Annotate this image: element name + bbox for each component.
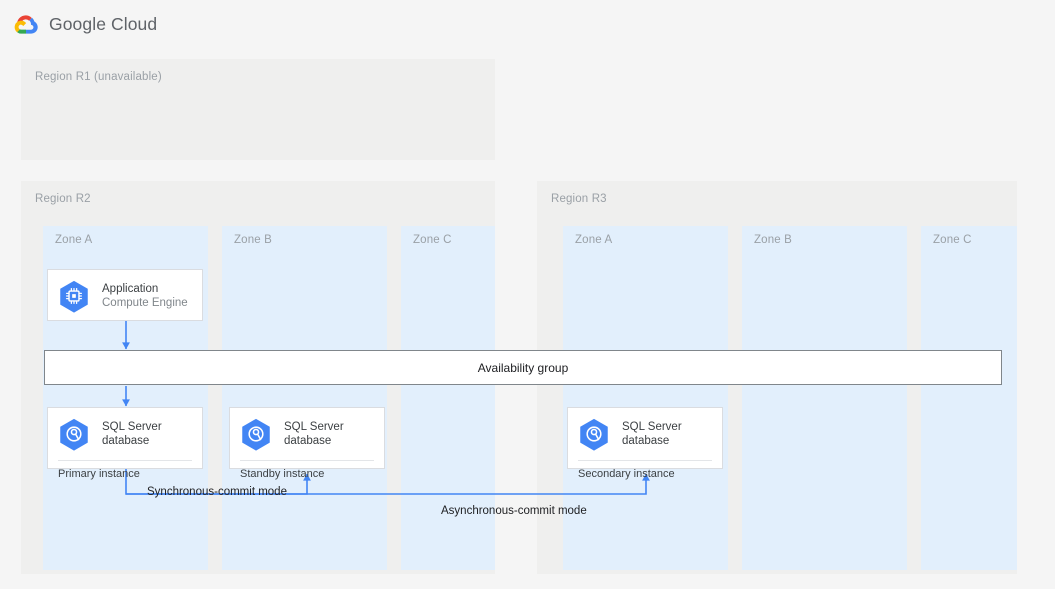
node-sql-server-secondary-title: SQL Server xyxy=(622,421,682,433)
compute-engine-icon xyxy=(60,280,88,313)
node-sql-server-primary-title: SQL Server xyxy=(102,421,162,433)
node-sql-server-primary-footer: Primary instance xyxy=(58,460,192,487)
node-sql-server-secondary[interactable]: SQL Server database Secondary instance xyxy=(567,407,723,480)
node-sql-server-primary-header: SQL Server database xyxy=(48,408,202,460)
availability-group-box: Availability group xyxy=(44,350,1002,385)
node-application-subtitle: Compute Engine xyxy=(102,297,188,309)
zone-r3-c-label: Zone C xyxy=(933,234,972,246)
zone-r2-a-label: Zone A xyxy=(55,234,93,246)
node-sql-server-secondary-header: SQL Server database xyxy=(568,408,722,460)
zone-r3-a: Zone A xyxy=(563,226,728,570)
node-sql-server-standby-footer: Standby instance xyxy=(240,460,374,487)
node-application[interactable]: Application Compute Engine xyxy=(47,269,203,321)
node-sql-server-secondary-title-line2: database xyxy=(622,435,670,447)
node-sql-server-primary-title-line2: database xyxy=(102,435,150,447)
edge-label-asynchronous-commit: Asynchronous-commit mode xyxy=(441,505,587,517)
zone-r2-b-label: Zone B xyxy=(234,234,272,246)
google-cloud-brand: Google Cloud xyxy=(13,11,157,37)
sql-server-database-icon xyxy=(242,418,270,451)
node-sql-server-secondary-footer: Secondary instance xyxy=(578,460,712,487)
zone-r3-b: Zone B xyxy=(742,226,907,570)
node-application-header: Application Compute Engine xyxy=(48,270,202,322)
zone-r2-b: Zone B xyxy=(222,226,387,570)
node-sql-server-standby-header: SQL Server database xyxy=(230,408,384,460)
zone-r3-c: Zone C xyxy=(921,226,1017,570)
node-sql-server-standby-titles: SQL Server database xyxy=(284,420,344,448)
brand-text: Google Cloud xyxy=(49,13,158,34)
zone-r3-a-label: Zone A xyxy=(575,234,613,246)
node-sql-server-standby[interactable]: SQL Server database Standby instance xyxy=(229,407,385,480)
google-cloud-logo-icon xyxy=(14,15,38,34)
region-r1-label: Region R1 (unavailable) xyxy=(35,71,162,83)
region-r2-label: Region R2 xyxy=(35,193,91,205)
region-r3-label: Region R3 xyxy=(551,193,607,205)
sql-server-database-icon xyxy=(60,418,88,451)
availability-group-label: Availability group xyxy=(477,360,569,375)
node-sql-server-primary-titles: SQL Server database xyxy=(102,420,162,448)
node-sql-server-secondary-titles: SQL Server database xyxy=(622,420,682,448)
sql-server-database-icon xyxy=(580,418,608,451)
node-application-title: Application xyxy=(102,283,159,295)
zone-r2-c-label: Zone C xyxy=(413,234,452,246)
page-header: Google Cloud xyxy=(0,0,1055,47)
region-r1: Region R1 (unavailable) xyxy=(21,59,495,160)
node-sql-server-standby-title-line2: database xyxy=(284,435,332,447)
node-application-titles: Application Compute Engine xyxy=(102,282,188,310)
zone-r3-b-label: Zone B xyxy=(754,234,792,246)
node-sql-server-primary[interactable]: SQL Server database Primary instance xyxy=(47,407,203,480)
edge-label-synchronous-commit: Synchronous-commit mode xyxy=(147,486,287,498)
node-sql-server-standby-title: SQL Server xyxy=(284,421,344,433)
zone-r2-c: Zone C xyxy=(401,226,495,570)
